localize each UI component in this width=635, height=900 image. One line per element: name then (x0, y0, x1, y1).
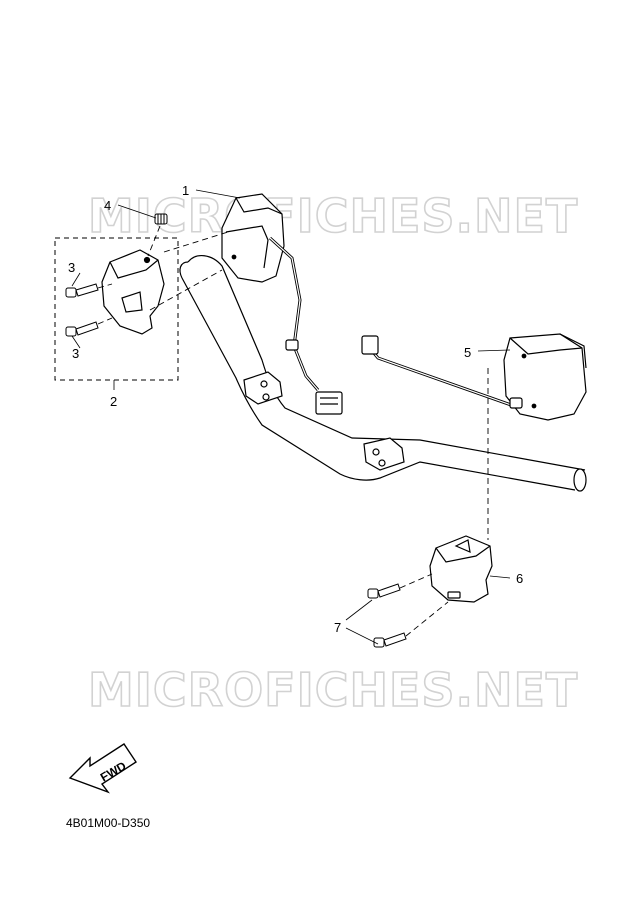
callout-1: 1 (182, 183, 189, 198)
watermark-bottom: MICROFICHES.NET (88, 663, 578, 717)
callout-5: 5 (464, 345, 471, 360)
right-switch-front (429, 535, 493, 603)
assembly-lines (97, 225, 489, 637)
left-switch-rear (221, 193, 343, 415)
fwd-arrow-icon: FWD (68, 743, 137, 794)
diagram-code: 4B01M00-D350 (66, 816, 151, 830)
right-switch-rear (361, 333, 587, 421)
left-switch-front-box (54, 237, 179, 381)
leader-lines (71, 189, 511, 645)
left-switch-front (101, 249, 165, 335)
handlebar (179, 255, 587, 492)
watermark-top: MICROFICHES.NET (88, 189, 578, 243)
callout-7: 7 (334, 620, 341, 635)
screw-3-upper (65, 283, 99, 298)
screw-7-upper (367, 583, 401, 599)
callout-6: 6 (516, 571, 523, 586)
screw-4 (154, 213, 168, 225)
callout-3-upper: 3 (68, 260, 75, 275)
callout-4: 4 (104, 198, 111, 213)
callout-2: 2 (110, 394, 117, 409)
callout-3-lower: 3 (72, 346, 79, 361)
screw-7-lower (373, 632, 407, 648)
screw-3-lower (65, 321, 99, 337)
